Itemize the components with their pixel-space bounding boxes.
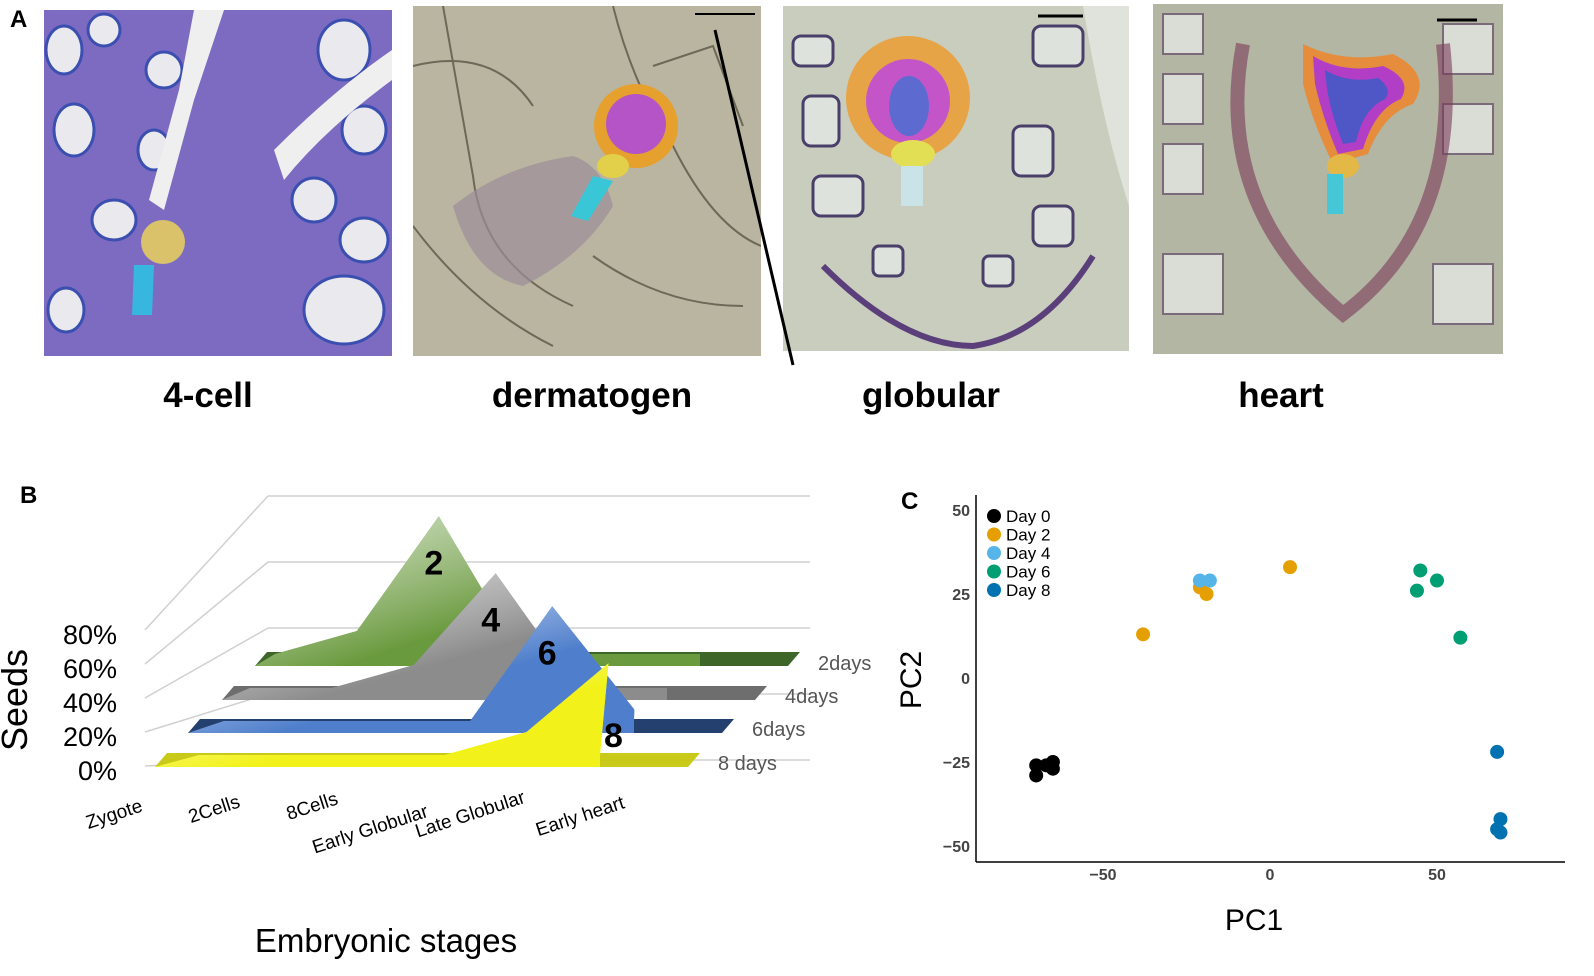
micrograph-globular: [783, 6, 1129, 351]
embryo-region-3: [571, 176, 613, 221]
embryo-region-3: [1327, 154, 1359, 178]
scatter-point: [1490, 744, 1505, 759]
series-name-label: 2days: [818, 653, 871, 675]
x-tick-label: 50: [1428, 867, 1446, 884]
stage-label-globular: globular: [861, 376, 1001, 415]
series-area-shine: [188, 606, 635, 733]
stage-label-4-cell: 4-cell: [163, 376, 253, 415]
series-peak-label: 8: [604, 717, 623, 755]
embryo-region-1: [132, 265, 154, 315]
embryo-region-2: [597, 154, 629, 178]
legend-marker: [987, 527, 1001, 542]
x-axis-label: PC1: [1225, 904, 1283, 937]
legend-marker: [987, 509, 1001, 523]
scatter-point: [1029, 758, 1044, 773]
series-peak-label: 6: [538, 634, 557, 672]
legend-marker: [987, 583, 1001, 597]
y-tick-label: 60%: [63, 654, 117, 684]
series-area-shine: [255, 516, 700, 666]
series-name-label: 6days: [752, 719, 805, 741]
y-tick-label: 0: [961, 671, 970, 688]
legend-marker: [987, 564, 1001, 579]
series-area-shine: [155, 663, 609, 767]
y-tick-label: −25: [943, 755, 970, 772]
gridline-diagonal: [144, 561, 269, 665]
embryo-region-2: [889, 76, 929, 136]
series-name-label: 4days: [785, 686, 838, 708]
y-axis-label: Seeds: [0, 649, 35, 751]
scatter-point: [1409, 583, 1424, 598]
scatter-point: [1493, 825, 1508, 840]
scatter-point: [1045, 761, 1060, 776]
y-tick-label: 80%: [63, 620, 117, 650]
y-tick-label: 40%: [63, 688, 117, 718]
panel-b-letter: B: [20, 482, 38, 509]
legend-label: Day 6: [1006, 563, 1050, 582]
scatter-point: [1453, 630, 1468, 645]
embryo-region-4: [901, 166, 923, 206]
legend-marker: [987, 546, 1001, 560]
series-peak-label: 4: [481, 601, 500, 639]
scatter-point: [1192, 573, 1207, 588]
scatter-point: [1413, 563, 1428, 578]
x-tick-label: −50: [1089, 867, 1116, 884]
y-tick-label: 0%: [78, 756, 117, 786]
embryo-region-3: [891, 140, 935, 168]
gridline-diagonal: [144, 495, 269, 631]
embryo-region-2: [1325, 70, 1388, 144]
embryo-region-1: [606, 94, 666, 154]
legend-label: Day 2: [1006, 526, 1050, 545]
x-tick-label: 0: [1266, 867, 1275, 884]
stage-label-heart: heart: [1238, 376, 1324, 415]
embryo-region-0: [141, 220, 185, 264]
scatter-point: [1136, 627, 1151, 642]
y-tick-label: 50: [952, 503, 970, 520]
legend-label: Day 8: [1006, 581, 1050, 600]
legend-label: Day 0: [1006, 507, 1050, 526]
scatter-point: [1283, 560, 1298, 575]
panel-a-letter: A: [10, 6, 28, 33]
micrograph-4-cell: [44, 10, 392, 356]
gridline-diagonal: [144, 627, 269, 699]
series-peak-label: 2: [424, 544, 443, 582]
scatter-point: [1199, 587, 1214, 601]
gridline-diagonal: [144, 693, 269, 733]
y-axis-label: PC2: [895, 651, 928, 709]
series-name-label: 8 days: [718, 753, 777, 775]
x-axis-label: Embryonic stages: [255, 922, 517, 959]
y-tick-label: −50: [943, 839, 970, 856]
scatter-point: [1202, 573, 1217, 588]
series-band-3: 8 8 days: [155, 663, 777, 775]
y-tick-label: 20%: [63, 722, 117, 752]
panel-c-letter: C: [901, 488, 919, 515]
micrograph-dermatogen: [413, 6, 761, 356]
legend-label: Day 4: [1006, 544, 1050, 563]
y-tick-label: 25: [952, 587, 970, 604]
scatter-point: [1430, 573, 1444, 588]
scatter-point: [1029, 768, 1044, 783]
micrograph-heart: [1153, 4, 1503, 354]
embryo-region-4: [1327, 174, 1343, 214]
stage-label-dermatogen: dermatogen: [491, 376, 693, 415]
